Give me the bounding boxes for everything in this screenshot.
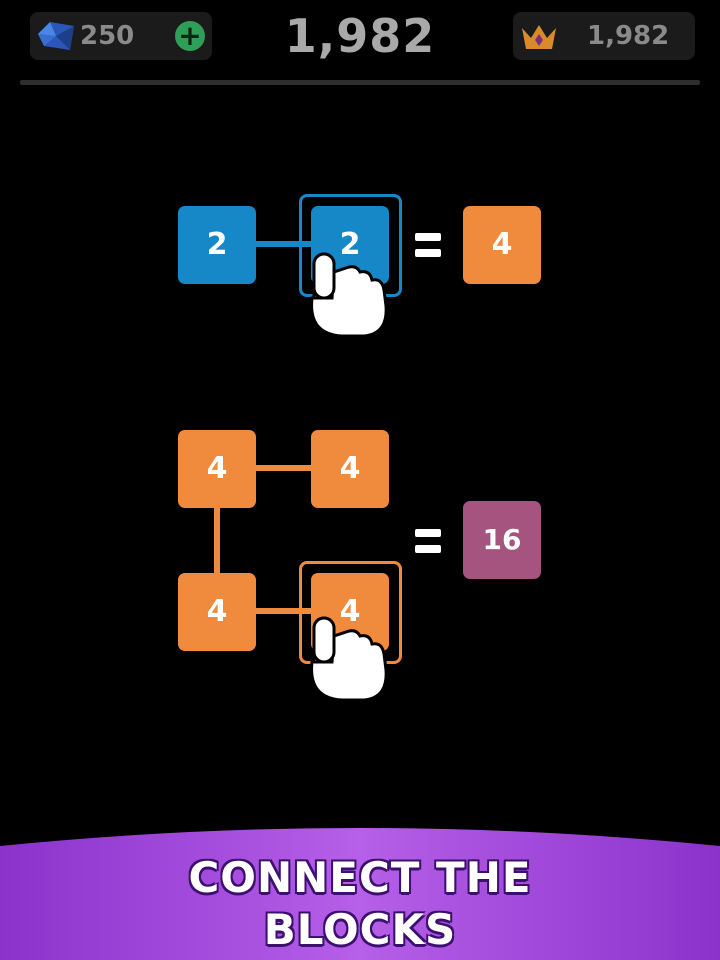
crown-icon (522, 25, 556, 49)
best-score: 1,982 (587, 21, 670, 51)
tile-4-a[interactable]: 4 (178, 430, 256, 508)
result-tile-4: 4 (463, 206, 541, 284)
caption-text: CONNECT THE BLOCKS (0, 852, 720, 956)
header-divider (20, 80, 700, 85)
gem-icon (38, 22, 74, 50)
best-score-panel: 1,982 (513, 12, 695, 60)
gems-counter: 250 + (30, 12, 212, 60)
plus-icon: + (178, 19, 202, 52)
add-gems-button[interactable]: + (175, 21, 205, 51)
tile-2-a[interactable]: 2 (178, 206, 256, 284)
hand-pointer-icon (310, 616, 388, 702)
connector-line (256, 608, 312, 614)
tile-4-c[interactable]: 4 (178, 573, 256, 651)
caption-banner (0, 828, 720, 960)
connector-line (256, 241, 312, 247)
equals-sign (415, 529, 441, 553)
connector-line (256, 465, 312, 471)
equals-sign (415, 233, 441, 257)
caption-line-1: CONNECT THE (188, 853, 532, 902)
current-score: 1,982 (284, 9, 436, 63)
tile-4-b[interactable]: 4 (311, 430, 389, 508)
gems-count: 250 (80, 21, 135, 51)
hand-pointer-icon (310, 252, 388, 338)
connector-line (214, 506, 220, 574)
caption-line-2: BLOCKS (263, 905, 457, 954)
result-tile-16: 16 (463, 501, 541, 579)
